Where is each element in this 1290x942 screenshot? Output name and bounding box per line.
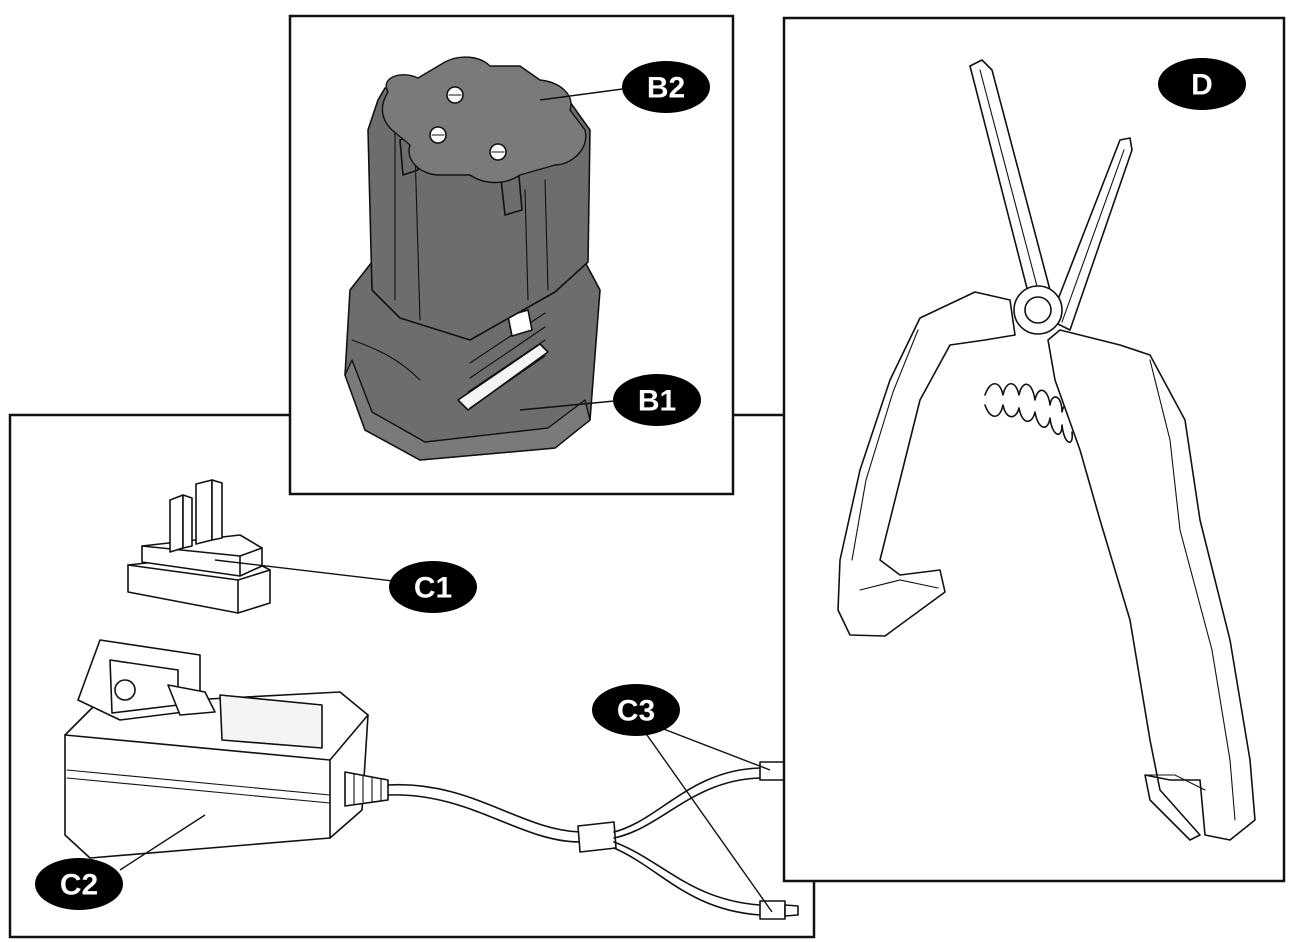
label-b2: B2 [622, 61, 710, 113]
charger-body-c2 [64, 639, 389, 859]
handle-left [837, 291, 1016, 637]
leader-b1 [519, 399, 626, 411]
svg-text:D: D [1191, 69, 1213, 102]
panel-b-battery: B2 B1 [288, 14, 735, 496]
svg-text:B2: B2 [647, 72, 685, 105]
label-c1: C1 [389, 561, 477, 613]
panel-c-charger: C1 C2 C3 [8, 413, 816, 939]
svg-text:C3: C3 [617, 695, 655, 728]
leader-b2 [539, 87, 631, 101]
label-c2: C2 [35, 858, 123, 910]
spring [984, 382, 1074, 443]
svg-text:C2: C2 [60, 869, 98, 902]
battery-top [381, 56, 587, 184]
leader-c1 [214, 559, 411, 584]
label-c3: C3 [592, 684, 680, 736]
label-b1: B1 [613, 374, 701, 426]
svg-text:C1: C1 [414, 572, 452, 605]
handle-right [1047, 329, 1256, 841]
blade-long [969, 59, 1051, 301]
panel-d-shears: D [782, 16, 1286, 883]
leader-c3-bottom [634, 717, 773, 913]
leader-c2 [119, 814, 206, 871]
svg-text:B1: B1 [638, 385, 676, 418]
label-d: D [1158, 58, 1246, 110]
